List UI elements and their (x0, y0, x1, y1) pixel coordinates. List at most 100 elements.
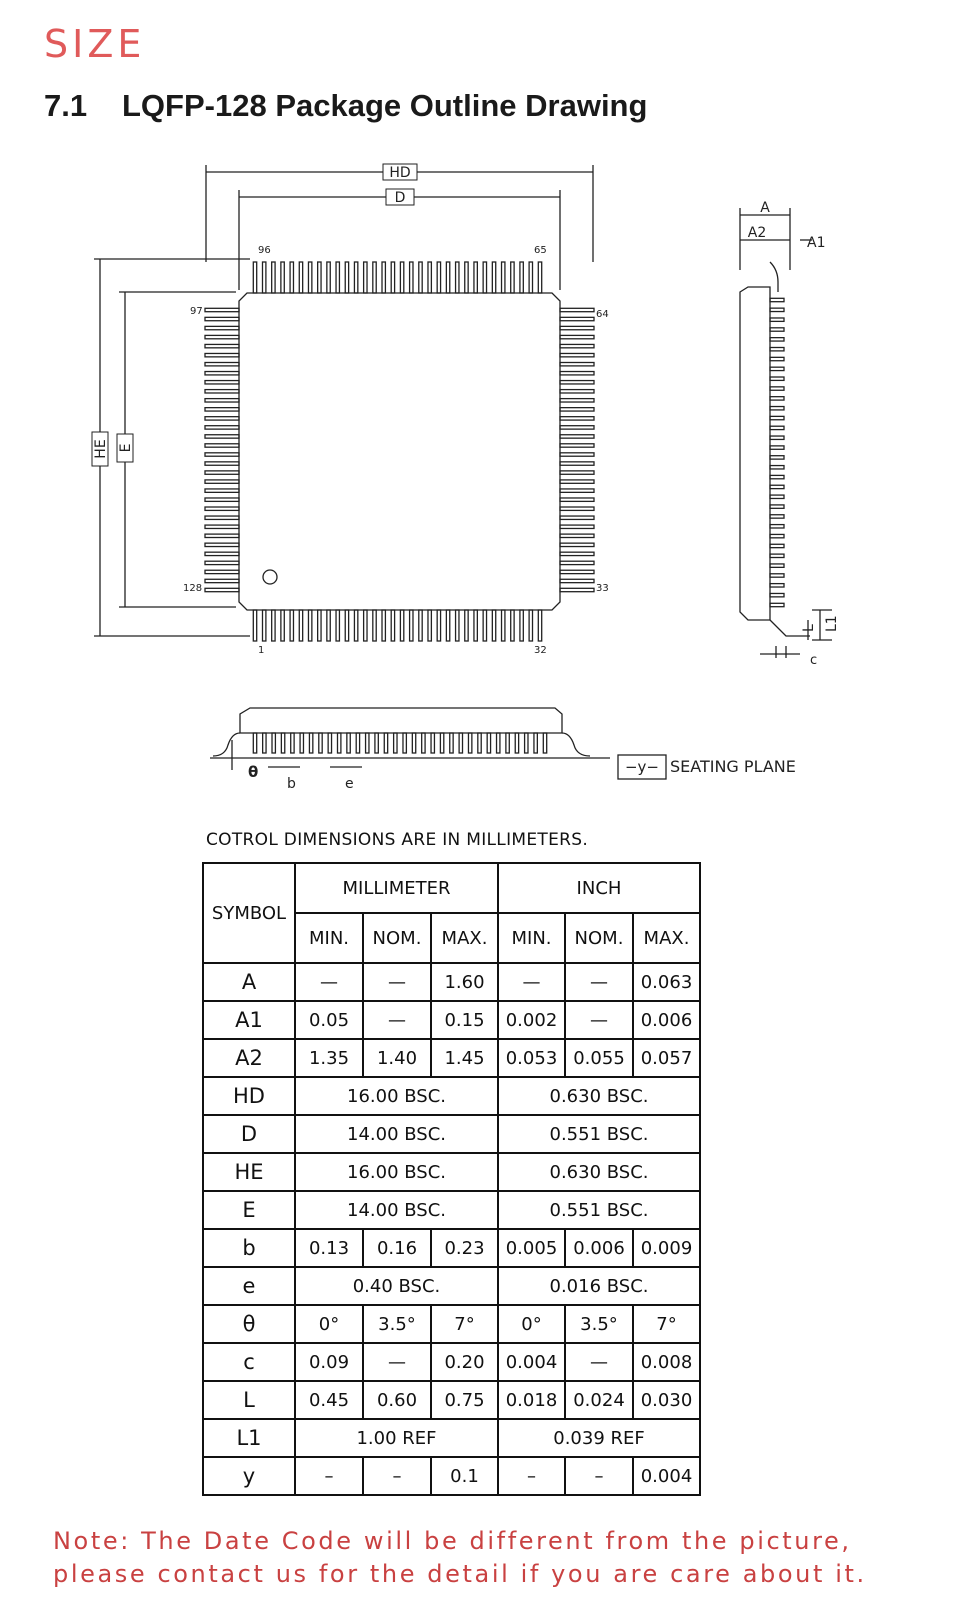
value-cell: 0° (497, 1304, 566, 1344)
subheader-cell: NOM. (564, 912, 634, 964)
pin-lead (408, 609, 414, 642)
pin-lead (204, 569, 240, 575)
pin-lead (335, 261, 341, 294)
pin-lead (500, 609, 506, 642)
side-labels: A A2 A1 L L1 c (748, 200, 840, 668)
pin-label-65: 65 (534, 245, 547, 256)
pin-lead (399, 609, 405, 642)
control-dimensions-note: COTROL DIMENSIONS ARE IN MILLIMETERS. (206, 830, 589, 850)
pin-lead (204, 316, 240, 322)
pin-lead (280, 261, 285, 294)
pin-lead (454, 261, 460, 294)
pin-lead (364, 732, 370, 754)
label-d: D (395, 190, 406, 206)
date-code-note: Note: The Date Code will be different fr… (53, 1527, 867, 1588)
pin-lead (559, 533, 595, 539)
pin-lead (204, 361, 240, 367)
pin-lead (769, 356, 785, 362)
pin-lead (353, 261, 359, 294)
value-cell: 0.05 (294, 1000, 364, 1040)
label-he: HE (93, 439, 109, 458)
pin-lead (381, 261, 387, 294)
pin-lead (559, 325, 595, 331)
table-row: y––0.1––0.004 (202, 1456, 701, 1496)
pin-lead (559, 388, 595, 394)
inch-value-cell: 0.551 BSC. (497, 1190, 701, 1230)
pin-label-1: 1 (258, 645, 264, 656)
value-cell: 0.008 (632, 1342, 701, 1382)
pin-lead (491, 261, 497, 294)
value-cell: – (497, 1456, 566, 1496)
symbol-cell: L1 (202, 1418, 296, 1458)
header-symbol: SYMBOL (202, 862, 296, 964)
value-cell: 0.16 (362, 1228, 432, 1268)
pin-lead (318, 732, 323, 754)
side-label-a2: A2 (748, 225, 766, 241)
pin-lead (299, 732, 305, 754)
pin-lead (458, 732, 464, 754)
pin-lead (289, 609, 295, 642)
symbol-cell: L (202, 1380, 296, 1420)
section-title-text: LQFP-128 Package Outline Drawing (122, 88, 648, 123)
value-cell: – (294, 1456, 364, 1496)
pin-lead (559, 316, 595, 322)
value-cell: 0.055 (564, 1038, 634, 1078)
pin-lead (335, 609, 341, 642)
symbol-cell: b (202, 1228, 296, 1268)
pin-lead (308, 732, 314, 754)
pin-lead (519, 609, 524, 642)
pin-lead (399, 261, 405, 294)
pin-lead (559, 560, 595, 566)
mm-value-cell: 1.00 REF (294, 1418, 499, 1458)
front-labels: θ b e −y− SEATING PLANE (248, 754, 796, 792)
mm-value-cell: 0.40 BSC. (294, 1266, 499, 1306)
pin-lead (523, 732, 529, 754)
inch-value-cell: 0.630 BSC. (497, 1152, 701, 1192)
pin-lead (289, 261, 295, 294)
pin-lead (559, 515, 595, 521)
inch-value-cell: 0.551 BSC. (497, 1114, 701, 1154)
pin-lead (204, 388, 240, 394)
pin-lead (252, 261, 258, 294)
pin-lead (559, 569, 595, 575)
pin-lead (559, 542, 595, 548)
pin-lead (559, 307, 595, 313)
pin-lead (559, 587, 595, 593)
top-view (94, 165, 595, 642)
pin-lead (769, 425, 785, 431)
pin-lead (769, 455, 785, 460)
pin-lead (769, 533, 785, 539)
pin-lead (204, 551, 240, 557)
pin-lead (769, 327, 785, 332)
pin-lead (204, 425, 240, 430)
pin-lead (464, 609, 469, 642)
label-hd: HD (389, 165, 410, 181)
pin-lead (204, 434, 240, 439)
pin-lead (769, 592, 785, 598)
pin-lead (204, 334, 240, 340)
pin-lead (204, 343, 240, 349)
pin-lead (430, 732, 436, 754)
pin-lead (353, 609, 359, 642)
pin-lead (559, 488, 595, 493)
size-title: SIZE (44, 22, 146, 66)
subheader-cell: NOM. (362, 912, 432, 964)
value-cell: — (294, 962, 364, 1002)
pin-lead (473, 261, 478, 294)
symbol-cell: c (202, 1342, 296, 1382)
symbol-cell: e (202, 1266, 296, 1306)
pin-lead (372, 609, 377, 642)
symbol-cell: θ (202, 1304, 296, 1344)
front-pins (252, 732, 548, 754)
pin-lead (427, 261, 433, 294)
value-cell: — (362, 1342, 432, 1382)
pin-lead (559, 416, 595, 421)
pin-lead (769, 563, 785, 568)
pin-lead (559, 434, 595, 439)
value-cell: 1.45 (430, 1038, 499, 1078)
pin-lead (769, 445, 785, 450)
value-cell: — (497, 962, 566, 1002)
